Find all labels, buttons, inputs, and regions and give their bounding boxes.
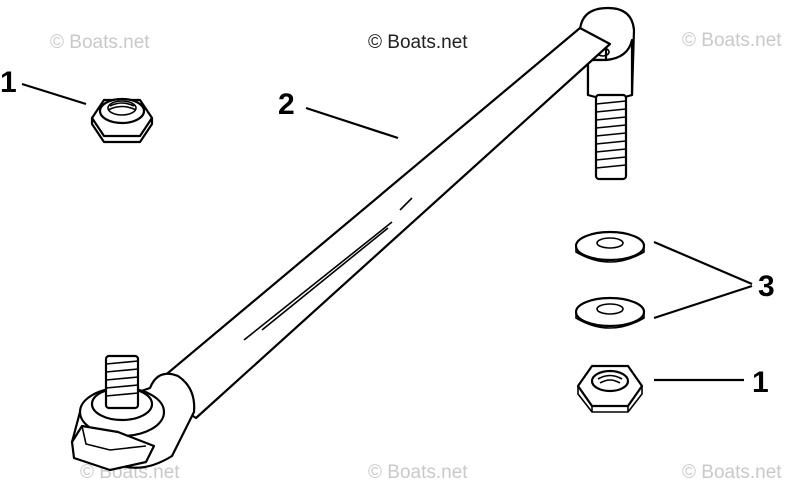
lock-nut-top-left (90, 97, 154, 144)
callout-nut-top-left: 1 (0, 66, 17, 99)
callout-nut-right: 1 (752, 366, 769, 399)
flat-washer-upper (574, 230, 646, 263)
flat-washer-lower (574, 296, 646, 329)
watermark-top-left: © Boats.net (50, 32, 150, 53)
leader-washer-upper (653, 240, 753, 286)
watermark-copyright: © Boats.net (368, 32, 468, 53)
hex-nut-right (576, 364, 644, 413)
watermark-top-right: © Boats.net (682, 30, 782, 51)
link-rod (70, 6, 636, 472)
watermark-bottom-right: © Boats.net (682, 462, 782, 483)
leader-washer-lower (653, 284, 753, 320)
leader-nut-top-left (21, 82, 87, 106)
callout-washers: 3 (758, 270, 775, 303)
watermark-bottom-center: © Boats.net (368, 462, 468, 483)
leader-rod (305, 106, 399, 140)
callout-rod: 2 (278, 88, 295, 121)
